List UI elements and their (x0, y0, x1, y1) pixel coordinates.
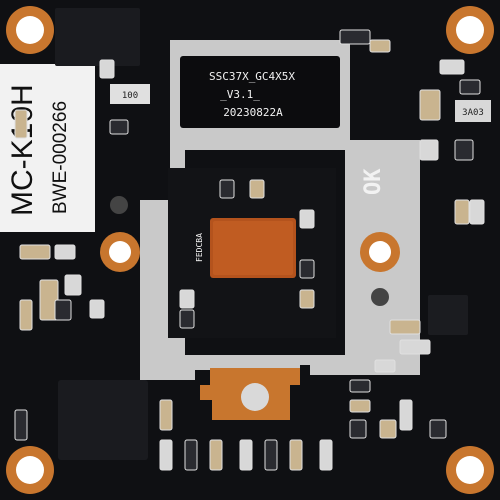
passive-components (14, 29, 485, 471)
sticker-serial: BWE-000266 (50, 101, 71, 214)
smd-component (454, 199, 470, 225)
smd-component (459, 79, 481, 95)
sensor-text: FEDCBA (195, 233, 204, 262)
smd-component (419, 139, 439, 161)
smd-component (159, 439, 173, 471)
qfn-chip (428, 295, 468, 335)
smd-component (179, 289, 195, 309)
smd-component (89, 299, 105, 319)
sensor-flex-inner (213, 221, 293, 275)
smd-component (299, 259, 315, 279)
smd-component (419, 89, 441, 121)
smd-component (14, 109, 28, 139)
smd-component (389, 319, 421, 335)
sticker (0, 64, 95, 232)
component-r2-text: 3A03 (462, 108, 484, 118)
mounting-holes (6, 6, 494, 494)
smd-component (454, 139, 474, 161)
smd-component (349, 379, 371, 393)
smd-component (349, 399, 371, 413)
smd-component (299, 209, 315, 229)
smd-component (179, 309, 195, 329)
flash-chip (58, 380, 148, 460)
smd-component (299, 289, 315, 309)
chip-marking-line2: _V3.1_ (220, 88, 260, 101)
smd-component (429, 419, 447, 439)
smd-component (159, 399, 173, 431)
resistor-r1 (110, 84, 150, 104)
fiducial-right (371, 288, 389, 306)
smd-component (289, 439, 303, 471)
smd-component (64, 274, 82, 296)
chip-marking-line3: 20230822A (223, 106, 283, 119)
bottom-hole (241, 383, 269, 411)
smd-component (19, 244, 51, 260)
smd-component (319, 439, 333, 471)
chip-marking-line1: SSC37X_GC4X5X (209, 70, 295, 83)
smd-component (399, 399, 413, 431)
smd-component (349, 419, 367, 439)
smd-component (99, 59, 115, 79)
smd-component (469, 199, 485, 225)
memory-chip (55, 8, 140, 66)
smd-component (184, 439, 198, 471)
smd-component (339, 29, 371, 45)
smd-component (369, 39, 391, 53)
smd-component (439, 59, 465, 75)
resistor-r1-text: 100 (122, 91, 138, 101)
smd-component (219, 179, 235, 199)
sticker-model: MC-K10H (6, 84, 39, 216)
smd-component (54, 299, 72, 321)
smd-component (19, 299, 33, 331)
smd-component (264, 439, 278, 471)
smd-component (399, 339, 431, 355)
smd-component (239, 439, 253, 471)
component-r2 (455, 100, 491, 122)
smd-component (54, 244, 76, 260)
soc-chip (180, 56, 340, 128)
fiducial-left (110, 196, 128, 214)
smd-component (249, 179, 265, 199)
ok-mark: OK (361, 168, 386, 195)
smd-component (379, 419, 397, 439)
smd-component (374, 359, 396, 373)
smd-component (209, 439, 223, 471)
smd-component (109, 119, 129, 135)
smd-component (14, 409, 28, 441)
